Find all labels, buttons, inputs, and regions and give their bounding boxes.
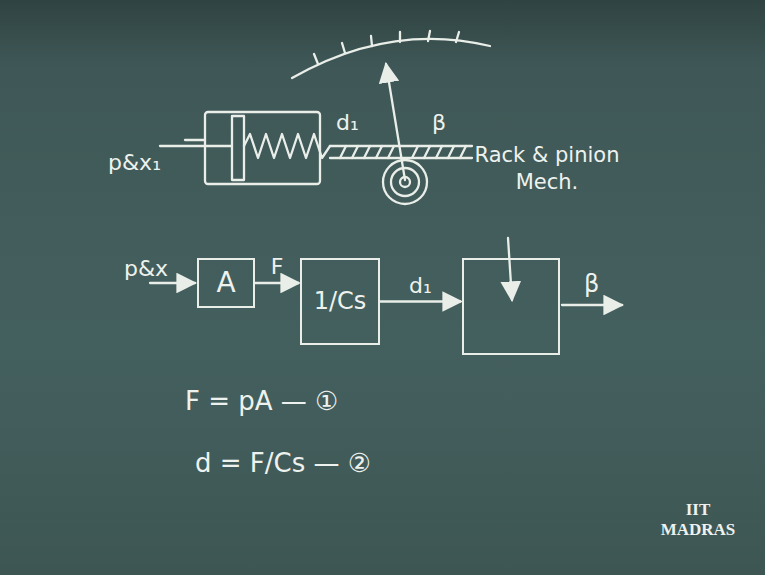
pressure-label: p&x₁ <box>108 150 161 176</box>
piston <box>232 116 244 180</box>
input-arrow <box>150 282 195 284</box>
pinion-hub <box>400 177 410 187</box>
rack-top <box>330 145 472 147</box>
spring <box>244 134 330 158</box>
mechanism-box: Rack & pinion Mech. <box>462 258 560 355</box>
dial-ticks <box>314 31 459 64</box>
block-label: A <box>216 265 235 301</box>
output-arrow <box>562 304 622 306</box>
pinion-outer <box>383 160 427 204</box>
equation: F = pA — ① <box>185 386 338 417</box>
block-box: A <box>197 258 255 308</box>
pinion-inner <box>391 168 419 196</box>
callout-arrow <box>508 238 512 300</box>
piston-rod <box>160 145 232 147</box>
dial-arc <box>292 39 490 78</box>
mechanism-caption: Rack & pinion Mech. <box>452 142 642 197</box>
signal-label: d₁ <box>409 273 432 298</box>
input-label: p&x <box>124 256 168 282</box>
signal-label: F <box>271 254 284 279</box>
inlet <box>185 139 205 141</box>
equation: d = F/Cs — ② <box>195 448 371 479</box>
output-label: β <box>584 270 599 299</box>
rack-teeth <box>340 146 466 158</box>
signal-arrow <box>255 282 299 284</box>
displacement-label: d₁ <box>336 110 359 136</box>
angle-label: β <box>432 110 446 136</box>
signal-arrow <box>380 300 461 302</box>
block-label: 1/Cs <box>314 286 367 317</box>
block-box: 1/Cs <box>300 258 380 345</box>
watermark: IIT MADRAS <box>655 500 741 541</box>
